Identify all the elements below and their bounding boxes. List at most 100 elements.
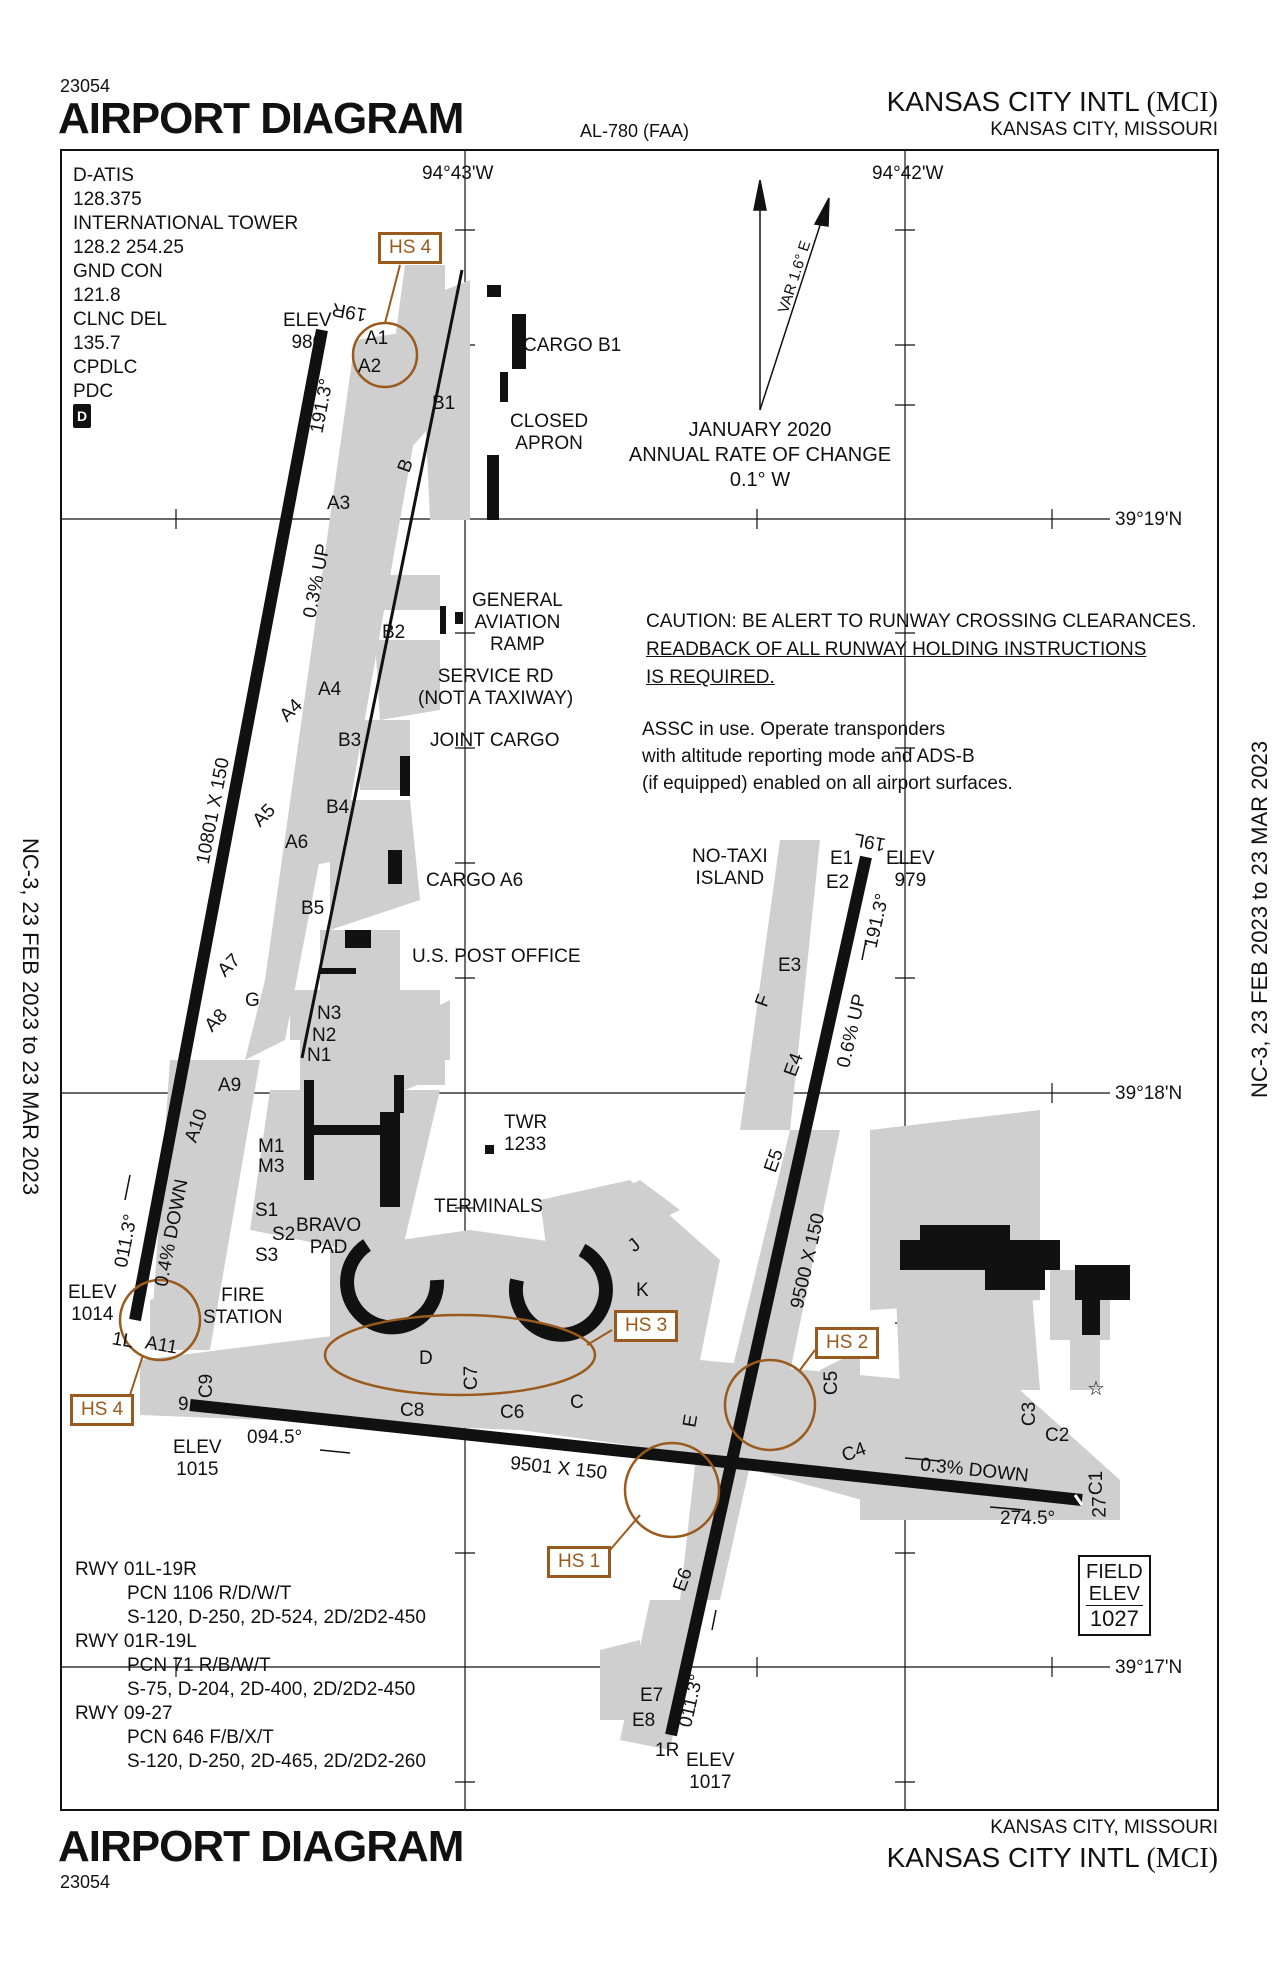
hot-spot-hs4-north[interactable]: HS 4 [378,232,443,264]
airport-name: KANSAS CITY INTL [886,86,1139,117]
elev-9: ELEV 1015 [173,1437,222,1481]
taxiway-label: C2 [1045,1425,1070,1446]
mag-note-line: ANNUAL RATE OF CHANGE [628,444,892,466]
freq-line: INTERNATIONAL TOWER [73,213,299,234]
hot-spot-hs1[interactable]: HS 1 [547,1546,612,1578]
hot-spot-hs3[interactable]: HS 3 [614,1310,679,1342]
rwy-info-weights: S-120, D-250, 2D-524, 2D/2D2-450 [127,1607,426,1628]
freq-line: PDC [73,381,114,402]
rwy-info-title: RWY 01R-19L [75,1631,197,1652]
runway-01r-19l [665,855,872,1737]
lon-label-1: 94°43'W [422,163,494,184]
freq-line: CLNC DEL [73,309,167,330]
hot-spot-hs4-south[interactable]: HS 4 [70,1394,135,1426]
mag-note-line: 0.1° W [729,469,791,491]
runway-info-table: RWY 01L-19R PCN 1106 R/D/W/T S-120, D-25… [75,1558,426,1774]
elev-1l: ELEV 1014 [68,1282,117,1326]
airport-code: (MCI) [1146,87,1218,118]
assc-note: ASSC in use. Operate transponders with a… [642,716,1013,797]
label-line: APRON [515,433,583,454]
taxiway-label: C6 [500,1402,525,1423]
field-elevation: FIELD ELEV 1027 [1078,1555,1151,1636]
footer-airport-name: KANSAS CITY INTL (MCI) [887,1842,1218,1875]
tower-label: TWR 1233 [504,1112,547,1156]
hot-spot-circles [118,321,817,1539]
taxiway-label: C1 [1086,1470,1108,1496]
caution-line-3: IS REQUIRED. [646,667,775,688]
taxiway-label: M1 [258,1136,285,1157]
rwy-end-1r: 1R [655,1740,680,1761]
caution-line-2: READBACK OF ALL RUNWAY HOLDING INSTRUCTI… [646,639,1147,660]
rwy-end-9: 9 [178,1394,189,1415]
taxiway-label: D [419,1348,433,1369]
taxiway-label: B1 [432,393,456,414]
cargo-a6-label: CARGO A6 [426,870,524,891]
freq-line: CPDLC [73,357,138,378]
label-line: ELEV [686,1750,735,1771]
datis-badge: D [73,404,92,428]
airport-name-header: KANSAS CITY INTL (MCI) [887,86,1218,119]
rwy-info-weights: S-120, D-250, 2D-465, 2D/2D2-260 [127,1751,426,1772]
cargo-b1-label: CARGO B1 [523,335,622,356]
taxiway-label: E2 [826,872,850,893]
assc-line: with altitude reporting mode and ADS-B [642,746,975,767]
label-line: 1233 [504,1134,547,1155]
lat-label-2: 39°18'N [1115,1083,1183,1104]
label-line: SERVICE RD [437,666,554,687]
lat-label-1: 39°19'N [1115,509,1183,530]
lat-label-3: 39°17'N [1115,1657,1183,1678]
taxiway-label: E8 [632,1710,656,1731]
taxiway-label: A6 [285,832,309,853]
rwy-info-pcn: PCN 1106 R/D/W/T [127,1583,292,1604]
caution-line-1: CAUTION: BE ALERT TO RUNWAY CROSSING CLE… [646,611,1197,632]
taxiway-label: A4 [318,679,342,700]
publication-id: AL-780 (FAA) [580,121,690,141]
taxiway-label: E1 [830,848,854,869]
hdg-094: 094.5° [247,1427,303,1448]
freq-line: 135.7 [73,333,121,354]
freq-line: 128.375 [73,189,142,210]
hdg-274: 274.5° [1000,1508,1056,1529]
terminals [340,1239,613,1342]
hot-spot-label: HS 4 [72,1396,133,1424]
rwy-end-1l: 1L [110,1328,135,1353]
label-line: FIELD [1086,1561,1143,1583]
beacon-icon: ☆ [1087,1378,1105,1400]
taxiway-label: C7 [461,1365,483,1391]
taxiway-label: K [636,1280,649,1301]
taxiway-label: C5 [821,1370,843,1396]
assc-line: ASSC in use. Operate transponders [642,719,946,740]
hot-spot-hs2[interactable]: HS 2 [815,1327,880,1359]
label-line: ISLAND [695,868,765,889]
footer-chart-id: 23054 [60,1872,111,1892]
caution-note: CAUTION: BE ALERT TO RUNWAY CROSSING CLE… [646,608,1196,692]
taxiway-label: E7 [640,1685,664,1706]
label-line: ELEV [1088,1583,1140,1605]
taxiway-label: N3 [317,1003,342,1024]
mag-note-line: JANUARY 2020 [688,419,832,441]
closed-apron-label: CLOSED APRON [510,411,588,455]
field-elev-value: 1027 [1086,1605,1143,1630]
joint-cargo-label: JOINT CARGO [430,730,560,751]
mag-change-note: JANUARY 2020 ANNUAL RATE OF CHANGE 0.1° … [620,418,900,493]
label-line: 980 [291,332,324,353]
label-line: TWR [504,1112,548,1133]
rwy-info-pcn: PCN 71 R/B/W/T [127,1655,271,1676]
no-taxi-island-label: NO-TAXI ISLAND [692,846,768,890]
footer-city-state: KANSAS CITY, MISSOURI [990,1817,1218,1838]
footer-title: AIRPORT DIAGRAM [58,1822,464,1871]
frequency-list: D-ATIS 128.375 INTERNATIONAL TOWER 128.2… [73,164,298,428]
hot-spot-label: HS 1 [549,1548,610,1576]
label-line: 1014 [71,1304,114,1325]
north-arrow [753,179,830,411]
page-title: AIRPORT DIAGRAM [58,94,464,143]
terminals-label: TERMINALS [434,1196,543,1217]
taxiway-label: C8 [400,1400,425,1421]
taxiway-label: E3 [778,955,802,976]
label-line: ELEV [283,310,332,331]
label-line: ELEV [173,1437,222,1458]
airport-name: KANSAS CITY INTL [886,1842,1139,1873]
rwy-info-title: RWY 09-27 [75,1703,173,1724]
hot-spot-label: HS 4 [380,234,441,262]
taxiway-label: S1 [255,1200,279,1221]
